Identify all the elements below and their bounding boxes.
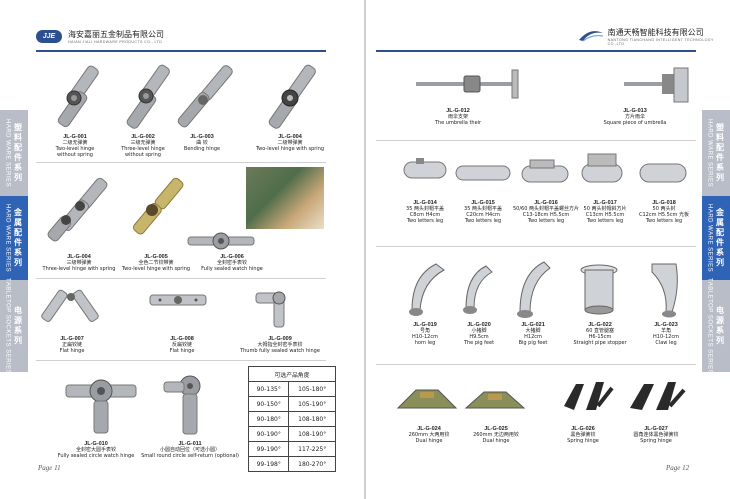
tube-leg-image-015 — [455, 165, 511, 181]
hinge-image-006 — [187, 232, 255, 250]
straight-pipe-stopper-image — [580, 264, 618, 315]
table-row: 90-190°108-190° — [247, 426, 336, 442]
row-divider — [36, 278, 326, 279]
company-name-cn: 南通天畅智能科技有限公司 — [607, 27, 704, 37]
table-row: 90-180°108-180° — [247, 411, 336, 427]
header-rule — [376, 50, 696, 52]
left-header: JJE 海安嘉丽五金制品有限公司 HAIAN JIALI HARDWARE PR… — [36, 26, 164, 46]
hinge-image-009 — [255, 291, 286, 328]
dual-hinge-image-024 — [396, 389, 458, 409]
page-number: Page 12 — [666, 464, 690, 472]
table-row: 90-150°105-190° — [247, 396, 336, 412]
horn-leg-image — [409, 263, 445, 316]
row-divider — [376, 140, 696, 141]
swoosh-logo-icon — [579, 31, 604, 42]
table-row: 90-135°105-180° — [247, 381, 336, 397]
hinge-image-011 — [163, 375, 201, 435]
right-page: 南通天畅智能科技有限公司 NANTONG TIANCHANG INTELLIGE… — [366, 0, 730, 499]
header-rule — [36, 50, 326, 52]
hinge-image-004 — [268, 64, 316, 129]
row-divider — [36, 162, 326, 163]
hinge-image-001 — [57, 65, 99, 128]
company-logo: JJE — [36, 29, 62, 43]
page-number: Page 11 — [38, 464, 61, 472]
tube-leg-image-014 — [403, 158, 447, 179]
row-divider — [36, 360, 326, 361]
angle-table-title: 可选产品角度 — [248, 366, 336, 382]
hinge-image-005 — [132, 177, 184, 235]
company-name-cn: 海安嘉丽五金制品有限公司 — [68, 29, 164, 39]
tube-leg-image-018 — [639, 163, 687, 183]
left-page: JJE 海安嘉丽五金制品有限公司 HAIAN JIALI HARDWARE PR… — [0, 0, 364, 499]
company-name-en: NANTONG TIANCHANG INTELLIGENT TECHNOLOGY… — [607, 37, 714, 46]
tube-leg-image-016 — [521, 159, 569, 183]
table-row: 99-198°180-270° — [247, 456, 336, 472]
umbrella-plate-image — [624, 67, 689, 103]
row-divider — [376, 364, 696, 365]
hinge-image-010 — [65, 379, 137, 434]
hinge-image-003 — [177, 65, 233, 128]
hinge-image-002 — [126, 64, 170, 129]
tube-leg-image-017 — [581, 153, 623, 183]
table-row: 99-190°117-225° — [247, 441, 336, 457]
dual-hinge-image-025 — [464, 391, 526, 409]
company-name-en: HAIAN JIALI HARDWARE PRODUCTS CO., LTD — [68, 39, 163, 44]
big-pig-feet-image — [517, 261, 551, 318]
pig-feet-image — [463, 265, 493, 314]
claw-leg-image — [651, 263, 678, 318]
umbrella-holder-image — [416, 69, 519, 99]
row-divider — [376, 246, 696, 247]
hinge-image-007 — [41, 289, 99, 322]
right-header: 南通天畅智能科技有限公司 NANTONG TIANCHANG INTELLIGE… — [578, 26, 730, 46]
spine-gutter — [364, 0, 366, 499]
hinge-application-photo — [246, 167, 324, 229]
angle-options-table: 可选产品角度 90-135°105-180° 90-150°105-190° 9… — [247, 366, 336, 472]
hinge-image-008 — [149, 294, 207, 306]
spring-hinge-image-026 — [564, 382, 614, 410]
spring-hinge-image-027 — [630, 382, 686, 410]
hinge-image-004b — [47, 177, 108, 242]
